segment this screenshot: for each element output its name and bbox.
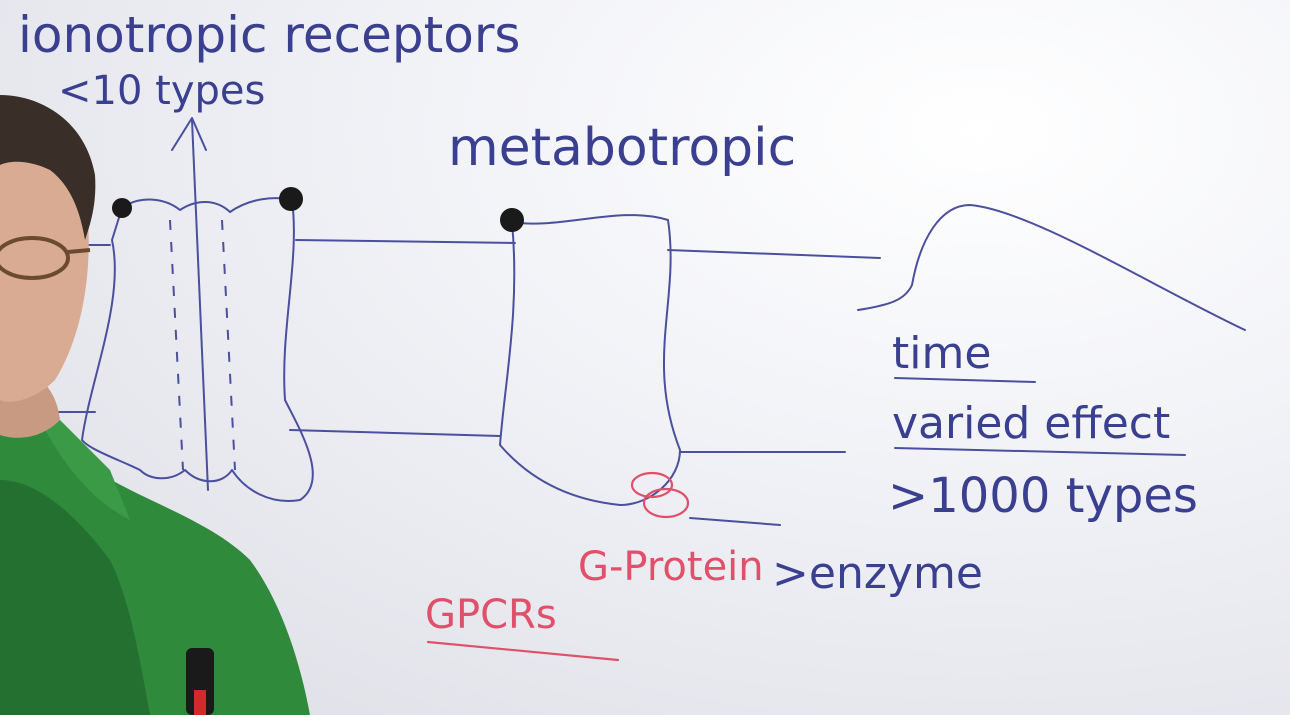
membrane-line-mid-bottom: [289, 429, 501, 437]
response-curve-diagram: [857, 204, 1246, 456]
response-curve: [857, 204, 1246, 331]
time-underline: [894, 377, 1036, 383]
ionotropic-receptor-diagram: [54, 117, 516, 502]
membrane-line-right-top: [667, 249, 881, 259]
enzyme-label: >enzyme: [772, 548, 983, 599]
enzyme-arrow: [689, 517, 781, 526]
g-protein-icon: [630, 471, 690, 519]
ionotropic-count: <10 types: [58, 68, 265, 114]
presenter: [0, 95, 310, 715]
gpcrs-label: GPCRs: [425, 592, 557, 638]
hair: [0, 95, 96, 240]
glasses-icon: [0, 236, 91, 280]
shirt-shadow: [0, 480, 150, 715]
g-protein-label: G-Protein: [578, 544, 764, 590]
time-label: time: [892, 328, 991, 379]
effect-label: varied effect: [892, 398, 1170, 449]
metabotropic-title: metabotropic: [448, 118, 796, 178]
ion-flow-arrow-head: [171, 117, 207, 151]
face: [0, 138, 89, 402]
ligand-dot: [112, 198, 132, 218]
effect-underline: [894, 447, 1186, 456]
ion-flow-arrow-shaft: [191, 119, 209, 491]
ion-channel-outline: [81, 197, 314, 502]
shirt-collar: [40, 415, 130, 520]
marker-pen: [186, 648, 214, 715]
ligand-dot: [279, 187, 303, 211]
metabotropic-receptor-diagram: [499, 208, 881, 526]
pore-line-left: [169, 219, 184, 471]
ionotropic-title: ionotropic receptors: [18, 6, 520, 64]
marker-pen-red-band: [194, 690, 206, 715]
membrane-line-mid-top: [295, 239, 516, 244]
response-count: >1000 types: [888, 468, 1198, 524]
pore-line-right: [221, 219, 236, 471]
ligand-dot: [500, 208, 524, 232]
gpcrs-underline: [426, 640, 620, 662]
gpcr-outline: [499, 214, 681, 506]
